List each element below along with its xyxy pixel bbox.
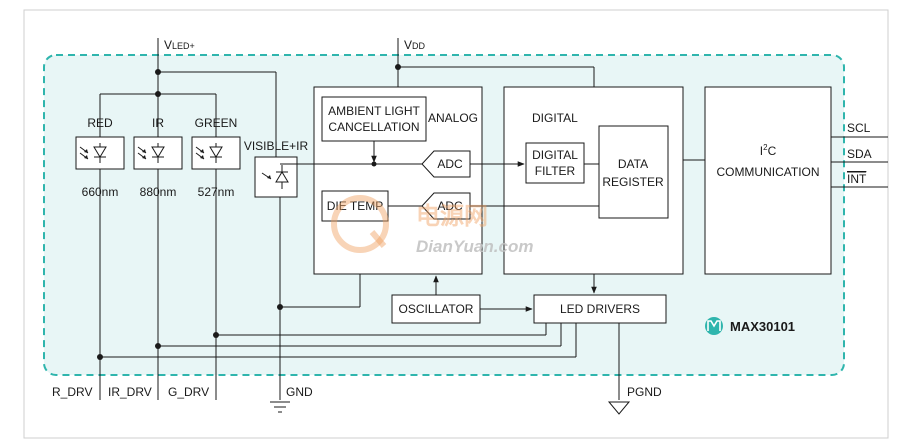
digital-block: DIGITAL DIGITAL FILTER DATA REGISTER xyxy=(503,86,684,275)
svg-text:FILTER: FILTER xyxy=(535,164,576,178)
part-number: MAX30101 xyxy=(730,319,795,334)
led-red-label: RED xyxy=(87,116,113,130)
svg-text:AMBIENT LIGHT: AMBIENT LIGHT xyxy=(328,104,420,118)
led-icon xyxy=(195,143,223,163)
led-green: GREEN 527nm xyxy=(191,116,241,199)
led-green-wavelength: 527nm xyxy=(198,185,235,199)
led-red: RED 660nm xyxy=(75,116,125,199)
svg-text:I2C: I2C xyxy=(760,143,777,158)
pin-pgnd: PGND xyxy=(627,385,662,399)
led-icon xyxy=(79,143,107,163)
led-ir-wavelength: 880nm xyxy=(140,185,177,199)
ground-symbol xyxy=(270,401,290,413)
vdd-supply: VDD xyxy=(395,38,595,87)
i2c-communication-block: I2C COMMUNICATION xyxy=(704,86,832,275)
vled-label: VLED+ xyxy=(164,38,195,52)
pin-gnd: GND xyxy=(286,385,313,399)
led-red-wavelength: 660nm xyxy=(82,185,119,199)
svg-text:REGISTER: REGISTER xyxy=(602,175,664,189)
svg-text:ADC: ADC xyxy=(437,157,463,171)
oscillator-block xyxy=(391,294,481,324)
pin-r-drv: R_DRV xyxy=(52,385,92,399)
digital-label: DIGITAL xyxy=(532,111,578,125)
pin-scl: SCL xyxy=(847,121,871,135)
led-green-label: GREEN xyxy=(195,116,238,130)
vled-supply: VLED+ xyxy=(99,38,277,157)
ambient-light-cancellation-block xyxy=(321,96,427,142)
photodiode-label: VISIBLE+IR xyxy=(244,139,309,153)
dianyuan-logo-icon xyxy=(331,195,389,253)
watermark: 电源网 DianYuan.com xyxy=(331,195,533,256)
analog-label: ANALOG xyxy=(428,111,478,125)
svg-text:DIE TEMP: DIE TEMP xyxy=(327,199,383,213)
svg-text:DIGITAL: DIGITAL xyxy=(532,148,578,162)
led-ir-label: IR xyxy=(152,116,164,130)
svg-text:ADC: ADC xyxy=(437,199,463,213)
pin-sda: SDA xyxy=(847,147,872,161)
svg-text:OSCILLATOR: OSCILLATOR xyxy=(399,302,474,316)
svg-text:LED DRIVERS: LED DRIVERS xyxy=(560,302,640,316)
photodiode-icon xyxy=(261,165,289,189)
outer-frame xyxy=(23,9,889,439)
analog-block: ANALOG AMBIENT LIGHT CANCELLATION DIE TE… xyxy=(313,86,483,275)
svg-text:DATA: DATA xyxy=(618,157,648,171)
watermark-cn: 电源网 xyxy=(416,203,488,230)
maxim-logo-icon xyxy=(705,317,723,335)
digital-filter-block xyxy=(525,142,585,184)
pin-int: INT xyxy=(847,172,867,186)
watermark-site: DianYuan.com xyxy=(416,237,533,256)
led-icon xyxy=(137,143,165,163)
pin-ir-drv: IR_DRV xyxy=(108,385,152,399)
pin-g-drv: G_DRV xyxy=(168,385,209,399)
data-register-block xyxy=(598,125,669,219)
svg-text:CANCELLATION: CANCELLATION xyxy=(328,120,419,134)
svg-text:COMMUNICATION: COMMUNICATION xyxy=(716,165,819,179)
led-drivers-block xyxy=(533,294,667,324)
pgnd-symbol xyxy=(607,401,631,415)
vdd-label: VDD xyxy=(404,38,426,52)
led-ir: IR 880nm xyxy=(133,116,183,199)
